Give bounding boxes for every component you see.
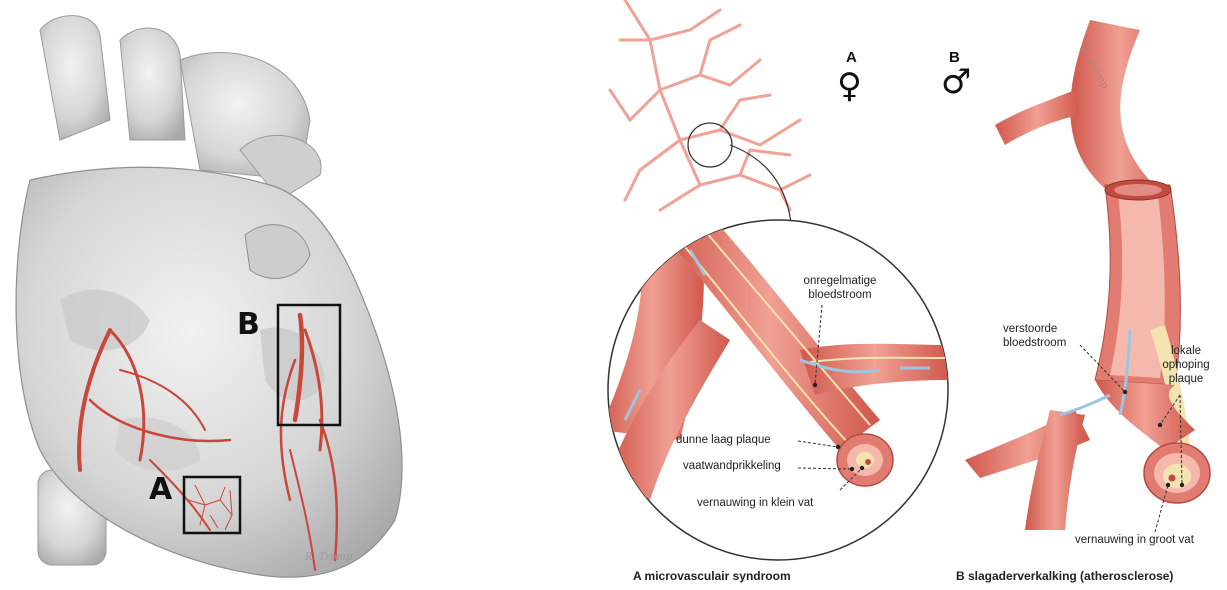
panel-b-illustration — [965, 20, 1210, 532]
annotation-local-plaque: lokale ophoping plaque — [1160, 345, 1212, 386]
caption-panel-a: A microvasculair syndroom — [633, 569, 791, 583]
artist-signature-heart: R. Tromp — [305, 552, 352, 563]
male-symbol-icon: ♂ — [941, 62, 971, 102]
heart-illustration — [16, 16, 402, 578]
panel-a-letter: A — [846, 49, 857, 66]
panel-a-illustration — [600, 0, 950, 560]
annotation-disturbed-flow: verstoorde bloedstroom — [1003, 323, 1081, 351]
annotation-large-vessel-narrowing: vernauwing in groot vat — [1075, 534, 1194, 548]
annotation-wall-irritation: vaatwandprikkeling — [683, 460, 781, 474]
zoom-circle-small — [688, 123, 732, 167]
capillary-network — [610, 0, 810, 210]
annotation-irregular-flow: onregelmatige bloedstroom — [800, 275, 880, 303]
annotation-small-vessel-narrowing: vernauwing in klein vat — [697, 497, 813, 511]
annotation-thin-plaque: dunne laag plaque — [676, 434, 771, 448]
heart-label-b: B — [237, 307, 260, 342]
female-symbol-icon: ♀ — [837, 66, 862, 106]
heart-label-a: A — [149, 472, 172, 507]
caption-panel-b: B slagaderverkalking (atherosclerose) — [956, 569, 1173, 583]
